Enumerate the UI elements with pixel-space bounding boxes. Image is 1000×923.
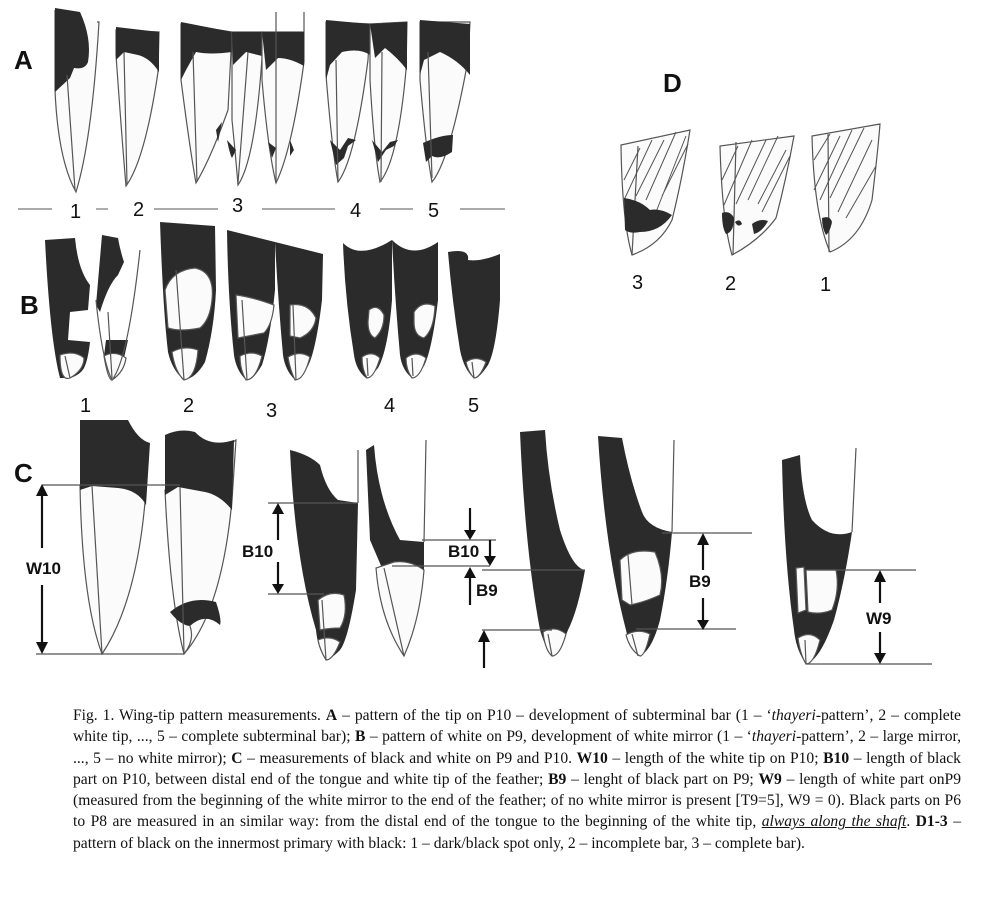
figure-wing-tip-patterns: .blk { fill:#2b2b2b; } .wht { fill:#fbfb…	[14, 8, 932, 668]
caption-a-text-2: -pattern’, 2 – complete white tip, ..., …	[73, 707, 961, 746]
panel-b-number-2: 2	[183, 395, 195, 417]
caption-b-text-2: -pattern’, 2 – large mirror, ..., 5 – no…	[73, 728, 962, 767]
caption-thayeri-term-2: thayeri	[751, 728, 797, 746]
caption-b-text: – pattern of white on P9, development of…	[365, 728, 752, 746]
measure-label-b10-right: B10	[448, 542, 480, 561]
panel-a-number-3: 3	[232, 195, 244, 217]
measure-label-w10: W10	[26, 559, 61, 578]
caption-b9-text: – lenght of black part on P9;	[566, 770, 759, 788]
measure-label-b9-small: B9	[476, 581, 498, 600]
caption-b10-key: B10	[823, 749, 850, 767]
caption-d-lead: .	[906, 813, 916, 831]
caption-w9-text: – length of white part onP9 (measured fr…	[73, 770, 962, 831]
measure-label-b9: B9	[689, 572, 711, 591]
caption-fig-label: Fig. 1. Wing-tip pattern measurements.	[73, 707, 326, 724]
panel-a-number-1: 1	[70, 201, 82, 223]
caption-d-text: – pattern of black on the innermost prim…	[73, 813, 961, 852]
panel-label-d: D	[663, 68, 682, 98]
measure-label-w9: W9	[866, 609, 892, 628]
panel-label-a: A	[14, 45, 33, 75]
panel-c-drawings	[36, 420, 932, 668]
panel-b-number-5: 5	[468, 395, 480, 417]
caption-b-key: B	[354, 728, 366, 746]
caption-c-text: – measurements of black and white on P9 …	[242, 749, 577, 767]
panel-d-number-2: 2	[725, 273, 737, 295]
panel-d-number-1: 1	[820, 274, 832, 296]
panel-b-number-3: 3	[266, 400, 278, 422]
panel-a-number-5: 5	[428, 200, 440, 222]
feather-drawings: .blk { fill:#2b2b2b; } .wht { fill:#fbfb…	[18, 8, 932, 668]
caption-d-key: D1-3	[915, 813, 948, 831]
caption-w9-key: W9	[758, 770, 782, 788]
panel-a-number-2: 2	[133, 199, 145, 221]
panel-b-drawings	[45, 222, 500, 382]
panel-a-drawings	[18, 8, 505, 210]
caption-b9-key: B9	[548, 770, 567, 788]
panel-d-number-3: 3	[632, 272, 644, 294]
panel-label-b: B	[20, 290, 39, 320]
panel-label-c: C	[14, 458, 33, 488]
caption-w10-key: W10	[576, 749, 608, 767]
caption-underlined-phrase: always along the shaft	[761, 813, 907, 831]
caption-w10-text: – length of the white tip on P10;	[607, 749, 824, 767]
panel-a-number-4: 4	[350, 200, 362, 222]
caption-a-key: A	[325, 707, 338, 724]
panel-d-drawings	[620, 123, 881, 256]
measure-label-b10-left: B10	[242, 542, 274, 561]
caption-c-key: C	[231, 749, 243, 767]
figure-caption: Fig. 1. Wing-tip pattern measurements. A…	[73, 705, 961, 854]
caption-b10-text: – length of black part on P10, between d…	[73, 749, 961, 788]
panel-b-number-1: 1	[80, 395, 92, 417]
caption-a-text: – pattern of the tip on P10 – developmen…	[337, 707, 772, 724]
panel-b-number-4: 4	[384, 395, 396, 417]
caption-thayeri-term: thayeri	[771, 707, 816, 724]
